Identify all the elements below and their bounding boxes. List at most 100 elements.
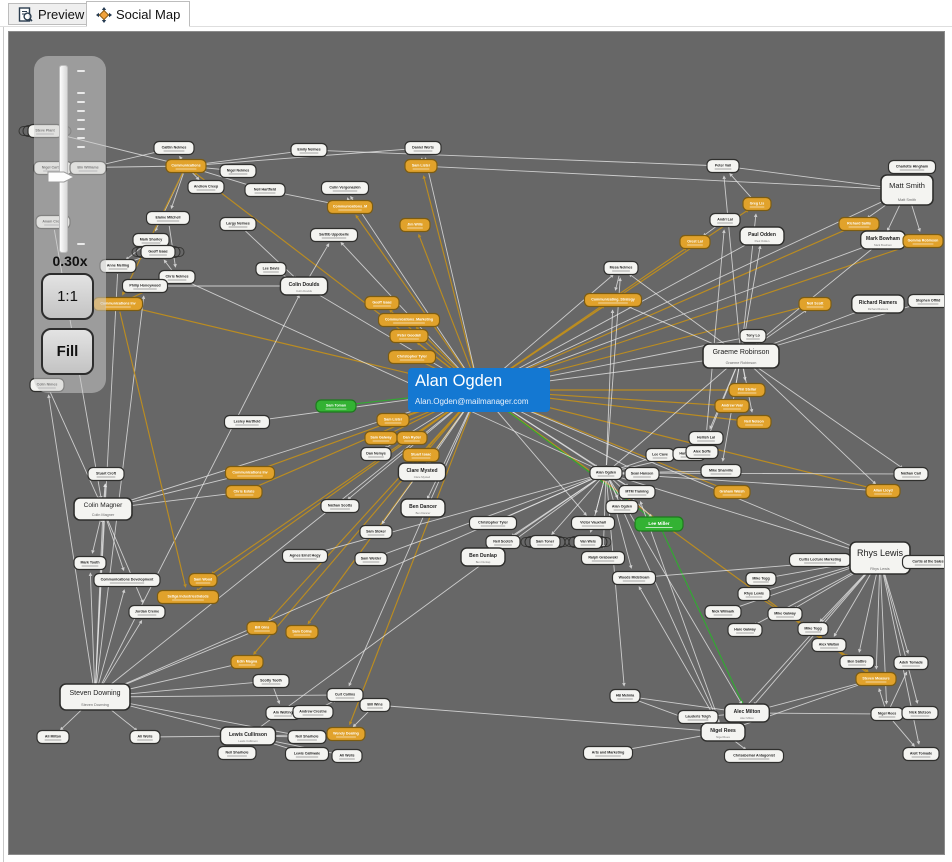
graph-node[interactable]: Andrew Veal — [714, 398, 750, 414]
graph-node[interactable]: Victor Vauxhall — [570, 515, 616, 531]
graph-node[interactable]: Aleit Tomade — [902, 746, 940, 762]
graph-node[interactable]: Curtis Lecture Marketing — [788, 552, 852, 568]
graph-node[interactable]: Rhys Lewis — [737, 586, 771, 602]
graph-node[interactable]: Greg Lis — [742, 196, 772, 212]
graph-node[interactable]: Ali Wells — [129, 729, 161, 745]
graph-node[interactable]: Alex Soffe — [685, 444, 719, 460]
graph-node[interactable]: Communications — [165, 158, 207, 174]
graph-node[interactable]: Neil Scotch — [485, 534, 521, 550]
graph-node[interactable]: Communicating_Strategy — [583, 292, 643, 308]
graph-node[interactable]: Sam Wood — [188, 572, 218, 588]
graph-node[interactable]: Curt Collins — [326, 687, 364, 703]
graph-node[interactable]: Lesley Hartfield — [223, 414, 271, 430]
graph-node[interactable]: Nick Wilmark — [704, 604, 742, 620]
graph-node[interactable]: Communications Inv — [224, 465, 276, 481]
graph-node[interactable]: Curtis at the Sales — [901, 554, 945, 570]
graph-node[interactable]: Lee Davis — [255, 261, 287, 277]
graph-node[interactable]: Alex Walton — [811, 637, 847, 653]
graph-node[interactable]: Chris Estate — [225, 484, 263, 500]
graph-node[interactable]: Woods Midstream — [611, 570, 657, 586]
graph-node[interactable]: Lee Cave — [645, 447, 675, 463]
graph-node[interactable]: Graham Walsh — [713, 484, 751, 500]
graph-node[interactable]: Neil Scott — [798, 296, 832, 312]
graph-node[interactable]: Ben Sattire — [839, 654, 875, 670]
graph-node[interactable]: Sam Toner — [520, 534, 570, 550]
graph-node[interactable]: Philip Honeywood — [121, 278, 169, 294]
graph-node[interactable]: Gemma Robinson — [902, 233, 944, 249]
graph-node[interactable]: HB Melmia — [609, 688, 641, 704]
zoom-slider-track[interactable] — [59, 65, 68, 253]
zoom-one-to-one-button[interactable]: 1:1 — [41, 273, 94, 320]
graph-node[interactable]: Communications Development — [93, 572, 161, 588]
social-map-graph[interactable]: Caitlin Nelmes Emily Nelmes Daniel WertsSa… — [9, 32, 944, 854]
graph-node[interactable]: Peter Goodall — [389, 328, 429, 344]
graph-node[interactable]: Peter Vail — [706, 158, 740, 174]
graph-node[interactable]: Sean Hansen — [624, 466, 660, 482]
graph-node[interactable]: Colin Vergenaskin — [320, 180, 370, 196]
graph-node[interactable]: Christopher Tyler — [468, 515, 518, 531]
graph-node[interactable]: Phil Stellar — [728, 382, 766, 398]
graph-node[interactable]: Sarttib Uppdoelle — [309, 227, 359, 243]
graph-node[interactable]: Geoff Isaac — [364, 295, 400, 311]
graph-node[interactable]: Scotty Tooth — [252, 673, 290, 689]
zoom-slider-handle[interactable] — [47, 166, 77, 188]
graph-node[interactable]: Van Wels — [564, 534, 612, 550]
graph-node[interactable]: Largy Nelmes — [219, 216, 257, 232]
graph-node[interactable]: Sam Lister — [376, 412, 410, 428]
graph-node[interactable]: MTM Training — [618, 484, 656, 500]
graph-node[interactable]: Ralph Grabowski — [580, 550, 626, 566]
graph-node[interactable]: Edin Magna — [230, 654, 264, 670]
graph-node[interactable]: Ali Wells — [331, 748, 363, 764]
tab-preview[interactable]: Preview — [8, 3, 95, 25]
graph-node[interactable]: Lee Miller — [634, 516, 684, 532]
graph-node[interactable]: Mesa Nelmes — [603, 260, 639, 276]
graph-node[interactable]: Neil Nelson — [736, 414, 772, 430]
graph-node[interactable]: Aln Welting — [265, 705, 301, 721]
graph-node[interactable]: Neil Sharhole — [217, 745, 257, 761]
graph-node[interactable]: Mike Galway — [767, 606, 803, 622]
graph-node[interactable]: Stuart Croft — [87, 466, 125, 482]
graph-node[interactable]: Daniel Werts — [404, 140, 442, 156]
graph-node[interactable]: Emily Nelmes — [290, 142, 328, 158]
graph-node[interactable]: Sam Toman — [315, 399, 357, 413]
graph-node[interactable]: Mike Tegg — [797, 621, 829, 637]
graph-node[interactable]: Geoff Isaac — [131, 244, 185, 260]
graph-node[interactable]: Communications_M — [326, 199, 374, 215]
tab-social-map[interactable]: Social Map — [86, 1, 191, 27]
graph-node[interactable]: Wendy Dealing — [326, 726, 366, 742]
graph-node[interactable]: Mike Sharville — [700, 463, 742, 479]
graph-node[interactable]: Nigel Rees — [870, 706, 904, 722]
graph-node[interactable]: Nathan Carl — [893, 466, 929, 482]
graph-node[interactable]: Agnes Ernst Hegy — [281, 548, 329, 564]
graph-node[interactable]: Settga Industriestrateds — [156, 589, 220, 605]
graph-node[interactable]: Alan Ogden — [605, 499, 639, 515]
graph-node[interactable]: Caitlin Nelmes — [153, 140, 195, 156]
graph-node[interactable]: Andri Lal — [709, 212, 741, 228]
graph-node[interactable]: Mike Tegg — [745, 571, 777, 587]
graph-node[interactable]: Jim Wills — [399, 217, 431, 233]
graph-node[interactable]: Nigel Nelmes — [219, 163, 257, 179]
graph-node[interactable]: Ali Milton — [36, 729, 70, 745]
graph-node[interactable]: Nathan Scotts — [320, 498, 360, 514]
graph-node[interactable]: Lewis Calliwale — [284, 746, 330, 762]
graph-node[interactable]: Stuart Isaac — [402, 447, 440, 463]
graph-node[interactable]: Neil Hartfield — [244, 182, 286, 198]
graph-node[interactable]: Alan Ogden — [589, 465, 623, 481]
graph-node[interactable]: Sam Welder — [354, 551, 388, 567]
graph-node[interactable]: Andrew Creep — [187, 179, 225, 195]
graph-node[interactable]: Tony Lo — [739, 328, 767, 344]
